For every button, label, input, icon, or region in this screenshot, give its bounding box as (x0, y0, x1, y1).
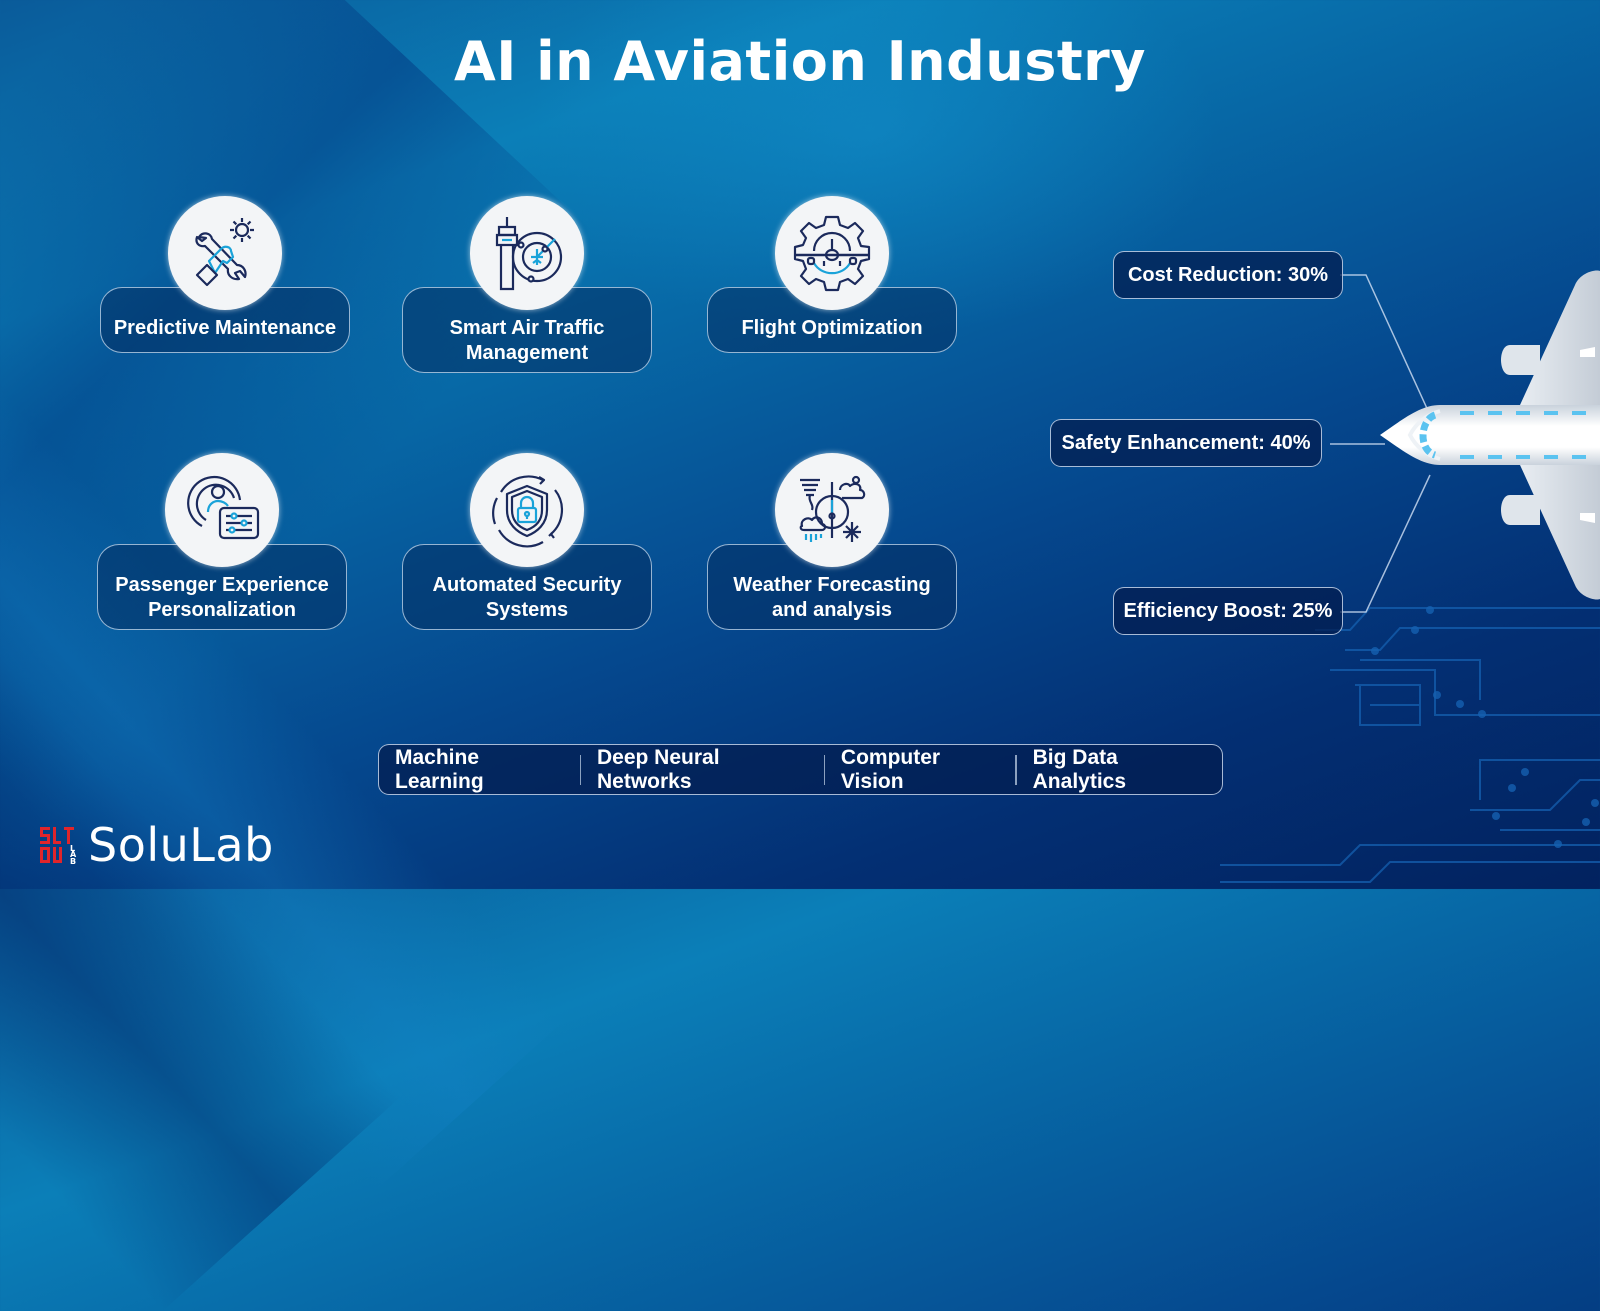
airplane-illustration (1380, 270, 1600, 600)
shield-lock-icon (470, 453, 584, 567)
connector-lines (1330, 274, 1431, 613)
user-settings-icon (165, 453, 279, 567)
gear-airplane-icon (775, 196, 889, 310)
divider (823, 754, 825, 785)
tech-computer-vision: Computer Vision (840, 745, 941, 793)
tech-machine-learning: Machine Learning (395, 745, 484, 793)
feature-label: Passenger Experience Personalization (97, 544, 347, 630)
technology-bar: Machine Learning Deep Neural Networks Co… (378, 744, 1223, 795)
stat-safety-enhancement: Safety Enhancement: 40% (1050, 419, 1322, 467)
feature-label: Flight Optimization (707, 287, 957, 353)
control-tower-radar-icon (470, 196, 584, 310)
page-title: AI in Aviation Industry (453, 30, 1147, 93)
divider (1015, 754, 1017, 785)
tech-deep-neural-networks: Deep Neural Networks (597, 745, 720, 793)
circuit-pattern (1220, 606, 1600, 883)
solulab-logo-icon: LAB (40, 827, 77, 865)
divider (579, 754, 581, 785)
stat-efficiency-boost: Efficiency Boost: 25% (1113, 587, 1343, 635)
weather-gauge-icon (775, 453, 889, 567)
brand-name: SoluLab (88, 818, 274, 872)
svg-text:B: B (70, 857, 76, 865)
tech-big-data-analytics: Big Data Analytics (1032, 745, 1127, 793)
svg-text:A: A (70, 850, 77, 859)
stat-cost-reduction: Cost Reduction: 30% (1113, 251, 1343, 299)
wrench-hand-gear-icon (168, 196, 282, 310)
svg-text:L: L (70, 844, 75, 853)
